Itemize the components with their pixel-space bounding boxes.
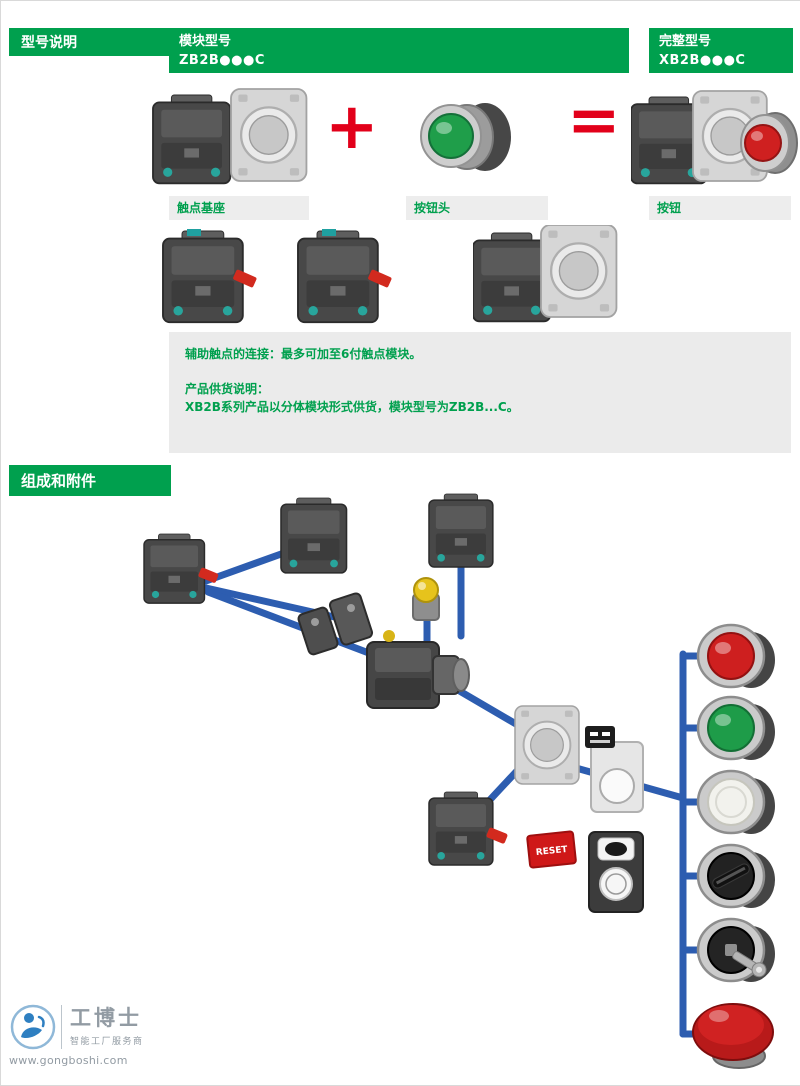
button-head-image — [420, 103, 511, 171]
legend-plate-1 — [585, 726, 644, 813]
operator-body — [366, 630, 470, 709]
complete-model-label: 完整型号 — [659, 34, 712, 49]
gongboshi-logo-icon — [10, 1004, 56, 1050]
contact-block-c — [428, 493, 494, 568]
supply-note-title: 产品供货说明： — [185, 381, 270, 396]
equals-sign: = — [567, 84, 621, 158]
red-clip — [368, 269, 392, 288]
pushbutton-green — [696, 695, 777, 762]
contact-block-b — [280, 497, 348, 574]
aux-contact-block-1 — [162, 230, 244, 324]
mounting-collar — [539, 225, 618, 319]
watermark-tagline: 智能工厂服务商 — [70, 1036, 144, 1047]
reset-cap: RESET — [526, 830, 577, 869]
teal-latch — [322, 229, 336, 236]
mounting-collar-diagram — [514, 705, 580, 785]
emergency-stop-mushroom — [692, 1003, 774, 1069]
contact-base-block — [152, 94, 232, 185]
key-selector — [696, 917, 777, 984]
complete-model-code: XB2B●●●C — [659, 52, 746, 68]
plus-sign: + — [325, 90, 379, 164]
contact-block-a — [143, 533, 219, 604]
complete-model-header: 完整型号 XB2B●●●C — [649, 28, 793, 73]
supply-note-body: XB2B系列产品以分体模块形式供货，模块型号为ZB2B...C。 — [185, 400, 519, 415]
legend-plate-2 — [588, 831, 644, 913]
button-head-green — [420, 103, 511, 171]
aux-contact-module-image-1 — [162, 229, 257, 324]
composition-diagram: RESET — [143, 493, 777, 1069]
section-title-model-description: 型号说明 — [9, 28, 171, 56]
module-model-header: 模块型号 ZB2B●●●C — [169, 28, 629, 73]
aux-contact-module-image-2 — [297, 229, 392, 324]
watermark-brand: 工博士 — [70, 1006, 142, 1031]
module-model-code: ZB2B●●●C — [179, 52, 265, 68]
contact-block-d — [428, 791, 508, 866]
notes-box: 辅助触点的连接：最多可加至6付触点模块。 产品供货说明： XB2B系列产品以分体… — [169, 332, 791, 453]
red-clip — [233, 269, 257, 288]
pushbutton-white — [696, 769, 777, 836]
aux-connection-label: 辅助触点的连接： — [185, 347, 282, 361]
watermark-url: www.gongboshi.com — [9, 1054, 128, 1067]
indicator-lamp — [412, 577, 440, 621]
aux-connection-body: 最多可加至6付触点模块。 — [281, 347, 422, 361]
contact-base-collar — [229, 87, 308, 183]
reset-label: RESET — [535, 845, 569, 858]
teal-latch — [187, 229, 201, 236]
section-title-composition: 组成和附件 — [9, 465, 171, 496]
caption-button-head: 按钮头 — [406, 196, 548, 220]
complete-button-image — [631, 89, 798, 185]
pushbutton-red — [696, 623, 777, 690]
block-and-collar-image — [473, 225, 618, 323]
caption-button: 按钮 — [649, 196, 791, 220]
aux-contact-block-2 — [297, 230, 379, 324]
contact-block — [473, 232, 552, 323]
watermark-divider — [61, 1005, 62, 1049]
contact-base-image — [152, 87, 308, 185]
aux-connection-note: 辅助触点的连接：最多可加至6付触点模块。 — [185, 345, 775, 364]
complete-button-red-cap — [740, 112, 798, 174]
caption-contact-base: 触点基座 — [169, 196, 309, 220]
module-model-label: 模块型号 — [179, 34, 232, 49]
selector-knob — [696, 843, 777, 910]
fixing-clips — [297, 592, 374, 656]
watermark: 工博士 智能工厂服务商 www.gongboshi.com — [9, 1003, 189, 1067]
